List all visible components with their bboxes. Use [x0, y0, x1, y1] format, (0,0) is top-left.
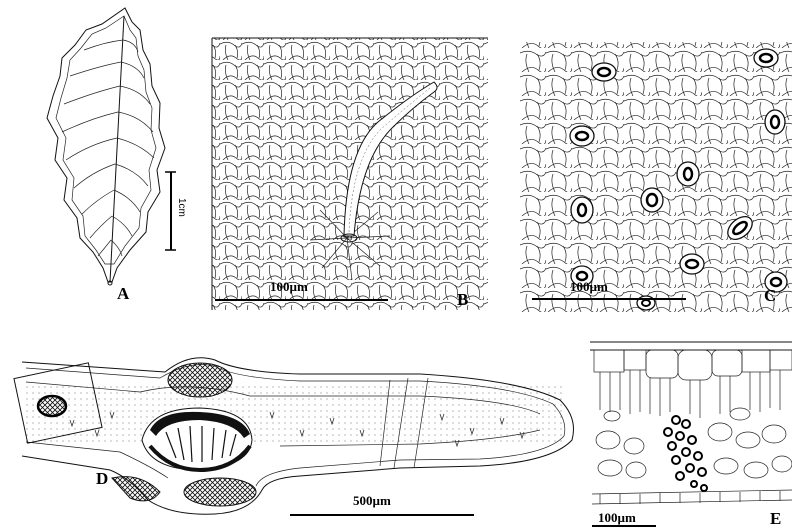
panel-b-scale-label: 100µm — [270, 279, 308, 294]
panel-d-scale-label: 500µm — [353, 493, 391, 508]
panel-d-cross-section: 500µm D — [14, 358, 574, 515]
panel-b-letter: B — [457, 290, 468, 309]
panel-c-epidermis: 100µm C — [520, 42, 792, 312]
panel-c-letter: C — [764, 286, 776, 305]
leaf-veins — [62, 40, 154, 256]
lower-sclerenchyma — [184, 478, 256, 506]
panel-d-letter: D — [96, 469, 108, 488]
panel-b-epidermis: 100µm B — [212, 38, 488, 310]
upper-epidermis — [594, 350, 792, 380]
panel-a-scale-label: 1cm — [176, 198, 187, 217]
panel-a-letter: A — [117, 284, 130, 303]
leaf-midrib — [110, 16, 124, 282]
panel-c-scale-label: 100µm — [570, 279, 608, 294]
panel-e-detail: 100µm E — [590, 342, 792, 528]
palisade-layer — [600, 370, 780, 418]
leaf-inner-margin — [56, 16, 156, 264]
upper-sclerenchyma — [168, 363, 232, 397]
panel-a-leaf: A 1cm — [47, 8, 187, 303]
lower-sclerenchyma-left — [112, 477, 160, 501]
vascular-bundle — [142, 408, 252, 470]
panel-e-scale-label: 100µm — [598, 510, 636, 525]
vascular-cluster — [664, 416, 707, 491]
panel-e-letter: E — [770, 509, 781, 528]
